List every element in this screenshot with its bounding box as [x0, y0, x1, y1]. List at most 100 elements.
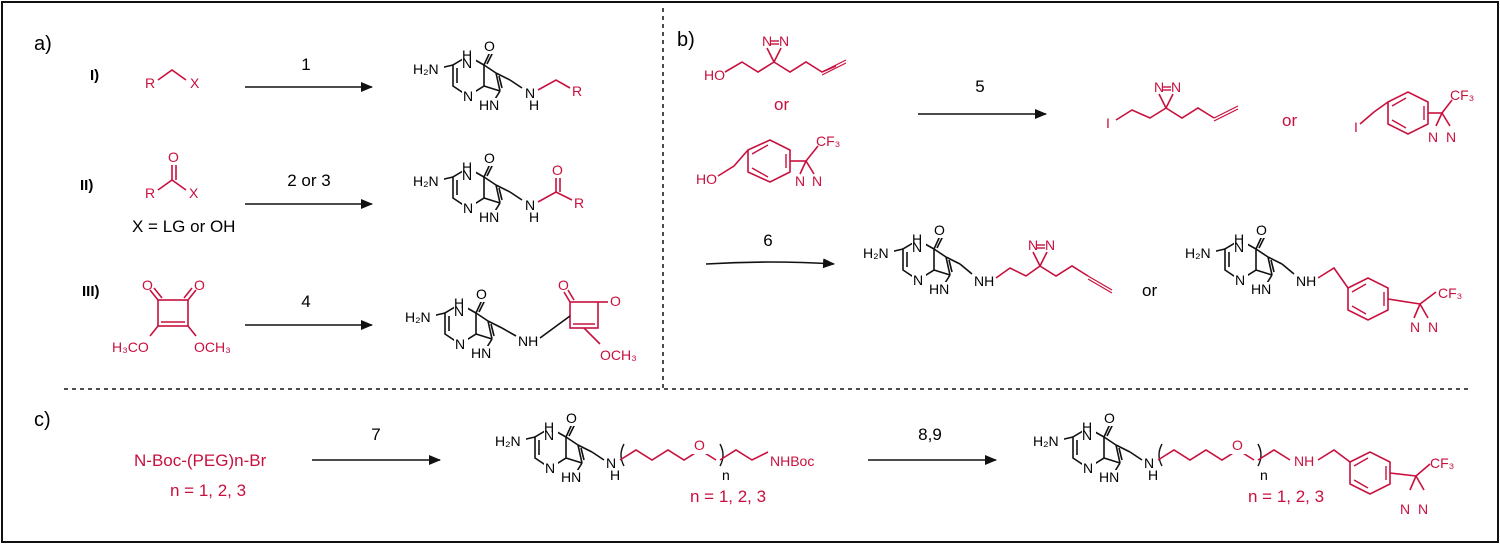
svg-text:H: H — [462, 47, 472, 63]
svg-text:N: N — [1082, 427, 1092, 443]
svg-text:HN: HN — [1099, 469, 1119, 485]
n-range-final: n = 1, 2, 3 — [1248, 487, 1324, 506]
svg-text:N: N — [544, 427, 554, 443]
svg-text:H: H — [1148, 467, 1158, 483]
peg-reagent-label: N-Boc-(PEG)n-Br — [134, 451, 267, 470]
svg-text:H₂N: H₂N — [405, 309, 431, 325]
svg-text:H: H — [454, 295, 464, 311]
svg-text:O: O — [484, 150, 495, 166]
row-label-i: I) — [90, 67, 99, 84]
svg-text:H: H — [1234, 231, 1244, 247]
reagent-acyl: O R X — [145, 149, 199, 201]
row-label-iii: III) — [82, 283, 100, 300]
svg-text:CF₃: CF₃ — [816, 133, 840, 149]
svg-text:H₂N: H₂N — [495, 433, 521, 449]
svg-text:N: N — [1418, 501, 1428, 517]
svg-text:I: I — [1354, 119, 1358, 135]
svg-text:n: n — [1260, 467, 1268, 483]
section-label-b: b) — [677, 29, 695, 51]
svg-text:N: N — [525, 85, 535, 101]
step-label-7: 7 — [371, 425, 380, 444]
svg-text:O: O — [194, 277, 205, 293]
svg-text:O: O — [552, 162, 563, 178]
svg-text:O: O — [142, 277, 153, 293]
svg-text:N: N — [545, 460, 555, 476]
product-peg-aryl-diazirine: H N N HN H₂N O N H O n NH CF₃ N N — [1031, 409, 1454, 517]
svg-text:N: N — [1410, 319, 1420, 335]
svg-text:N: N — [525, 197, 535, 213]
iodide-aryl-diazirine: I CF₃ N N — [1354, 87, 1474, 145]
svg-text:O: O — [934, 222, 945, 238]
svg-text:N: N — [913, 272, 923, 288]
svg-text:N: N — [462, 55, 472, 71]
svg-text:N: N — [1083, 460, 1093, 476]
reagent-alkyl-halide: R X — [145, 69, 200, 91]
product-alkyl-diazirine-probe: H N N HN H₂N O NH N N — [861, 221, 1113, 297]
svg-text:CF₃: CF₃ — [1450, 87, 1474, 103]
arrow-step-6 — [705, 258, 835, 269]
alcohol-aryl-diazirine: HO CF₃ N N — [696, 133, 840, 189]
svg-text:OCH₃: OCH₃ — [194, 339, 231, 355]
svg-text:N: N — [463, 88, 473, 104]
svg-text:N: N — [463, 200, 473, 216]
product-peg-boc-amine: H N N HN H₂N O N H O n NHBoc — [493, 409, 814, 485]
svg-text:HN: HN — [471, 345, 491, 361]
section-label-a: a) — [34, 33, 52, 55]
svg-text:H: H — [462, 159, 472, 175]
svg-text:HO: HO — [696, 171, 717, 187]
svg-text:R: R — [145, 185, 155, 201]
svg-text:N: N — [1428, 319, 1438, 335]
svg-text:N: N — [1171, 79, 1181, 95]
svg-text:O: O — [1104, 410, 1115, 426]
svg-text:O: O — [168, 149, 179, 165]
svg-text:N: N — [1154, 79, 1164, 95]
svg-text:H: H — [544, 419, 554, 435]
svg-text:I: I — [1106, 115, 1110, 131]
svg-text:X: X — [189, 185, 199, 201]
or-alcohol: or — [774, 95, 789, 114]
svg-text:N: N — [912, 239, 922, 255]
svg-text:HN: HN — [929, 281, 949, 297]
svg-text:O: O — [558, 277, 569, 293]
step-label-2-3: 2 or 3 — [287, 171, 330, 190]
svg-text:N: N — [1400, 501, 1410, 517]
svg-text:N: N — [462, 167, 472, 183]
alcohol-alkyl-diazirine: HO N N — [704, 33, 847, 83]
svg-text:H₂N: H₂N — [1033, 433, 1059, 449]
svg-text:N: N — [1045, 237, 1055, 253]
svg-text:O: O — [484, 38, 495, 54]
product-amide: H N N HN H₂N O N H O R — [411, 149, 584, 225]
svg-text:H₂N: H₂N — [413, 61, 439, 77]
svg-text:H₃CO: H₃CO — [112, 339, 149, 355]
svg-text:O: O — [1232, 437, 1243, 453]
svg-text:N: N — [1428, 129, 1438, 145]
step-label-6: 6 — [763, 231, 772, 250]
x-definition: X = LG or OH — [132, 217, 235, 236]
n-range-reagent: n = 1, 2, 3 — [170, 481, 246, 500]
svg-text:X: X — [190, 75, 200, 91]
svg-text:H₂N: H₂N — [863, 245, 889, 261]
svg-text:N: N — [779, 33, 789, 49]
svg-text:N: N — [1144, 455, 1154, 471]
svg-text:N: N — [795, 173, 805, 189]
svg-text:O: O — [694, 437, 705, 453]
svg-text:NH: NH — [1296, 273, 1316, 289]
row-label-ii: II) — [80, 177, 93, 194]
svg-text:OCH₃: OCH₃ — [600, 347, 637, 363]
n-range-boc: n = 1, 2, 3 — [690, 487, 766, 506]
svg-text:N: N — [606, 455, 616, 471]
svg-text:H₂N: H₂N — [413, 173, 439, 189]
svg-text:O: O — [1256, 222, 1267, 238]
svg-text:CF₃: CF₃ — [1430, 455, 1454, 471]
step-label-8-9: 8,9 — [918, 425, 942, 444]
svg-text:O: O — [476, 286, 487, 302]
svg-text:HN: HN — [479, 97, 499, 113]
svg-text:O: O — [610, 293, 621, 309]
svg-text:N: N — [812, 173, 822, 189]
svg-text:H: H — [529, 209, 539, 225]
svg-text:CF₃: CF₃ — [1438, 285, 1462, 301]
step-label-4: 4 — [301, 292, 310, 311]
svg-text:N: N — [1235, 272, 1245, 288]
svg-text:H: H — [912, 231, 922, 247]
